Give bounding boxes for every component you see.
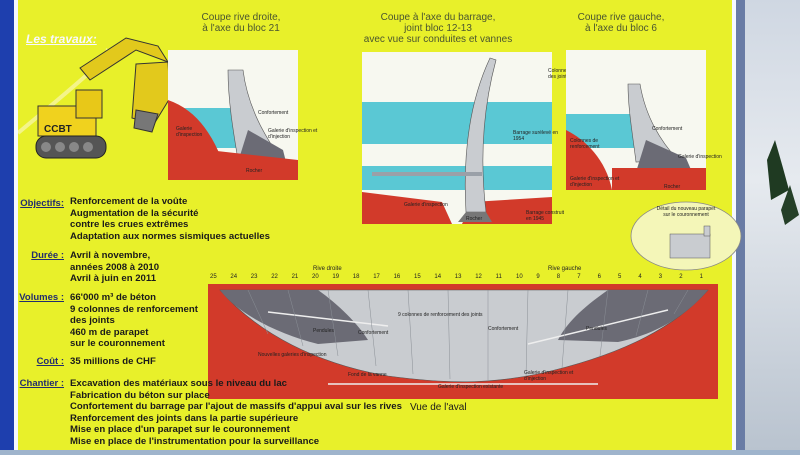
- left-bank-title: Coupe rive gauche,à l'axe du bloc 6: [577, 12, 665, 34]
- label-cout: Coût :: [36, 356, 64, 367]
- label-objectifs: Objectifs:: [20, 198, 64, 209]
- block-number: 12: [475, 274, 482, 280]
- block-number: 5: [618, 274, 622, 280]
- label-rocher-left: Rocher: [664, 184, 681, 190]
- block-number: 20: [312, 274, 319, 280]
- label-rive-droite: Rive droite: [313, 266, 342, 272]
- label-confortement-main-right: Confortement: [358, 330, 389, 336]
- block-number: 1: [699, 274, 703, 280]
- block-number: 25: [210, 274, 217, 280]
- label-pendules-right: Pendules: [313, 328, 334, 334]
- block-number: 7: [577, 274, 581, 280]
- label-rive-gauche: Rive gauche: [548, 266, 582, 272]
- heading: Les travaux:: [26, 32, 97, 46]
- label-renforcement-joints: 9 colonnes de renforcement des joints: [398, 312, 483, 318]
- label-colonnes-left: Colonnes de renforcement: [570, 138, 600, 150]
- parapet-callout: [630, 201, 742, 271]
- snowy-slope: [745, 0, 800, 450]
- block-number: 23: [250, 274, 258, 280]
- right-bank-section: [168, 50, 298, 180]
- block-number: 9: [536, 274, 540, 280]
- label-confortement-left: Confortement: [652, 126, 683, 132]
- block-number: 4: [638, 274, 642, 280]
- view-caption: Vue de l'aval: [410, 402, 467, 413]
- label-galerie-injection-main: Galerie d'inspection et d'injection: [524, 370, 574, 382]
- label-confortement-main-left: Confortement: [488, 326, 519, 332]
- info-panel: CCBT Les travaux: Coupe rive droite,à l'…: [14, 0, 742, 450]
- label-galerie-injection-left: Galerie d'inspection et d'injection: [570, 176, 620, 188]
- block-number: 8: [556, 274, 561, 280]
- block-number: 18: [352, 274, 360, 280]
- block-number: 11: [495, 274, 502, 280]
- center-section: [362, 52, 552, 224]
- block-number: 21: [291, 274, 299, 280]
- label-galerie-left: Galerie d'inspection: [678, 154, 722, 160]
- block-number: 19: [332, 274, 340, 280]
- label-nouvelles-galeries: Nouvelles galeries d'inspection: [258, 352, 327, 358]
- label-confortement-right: Confortement: [258, 110, 289, 116]
- label-galerie-center: Galerie d'inspection: [404, 202, 448, 208]
- chantier-text: Excavation des matériaux sous le niveau …: [70, 378, 402, 447]
- label-galerie-existante: Galerie d'inspection existante: [438, 384, 504, 390]
- label-volumes: Volumes :: [19, 292, 64, 303]
- label-galerie-injection-right: Galerie d'inspection et d'injection: [268, 128, 318, 140]
- block-number: 16: [393, 274, 401, 280]
- block-number: 24: [230, 274, 238, 280]
- label-rocher-right: Rocher: [246, 168, 263, 174]
- label-galerie-right: Galerie d'inspection: [176, 126, 203, 138]
- block-number: 10: [516, 274, 523, 280]
- left-bank-section: [566, 50, 706, 190]
- block-number: 3: [658, 274, 663, 280]
- right-bank-title: Coupe rive droite,à l'axe du bloc 21: [201, 12, 281, 34]
- label-barrage-1945: Barrage construit en 1945: [526, 210, 565, 222]
- machine-label: CCBT: [44, 124, 72, 135]
- block-number: 6: [597, 274, 601, 280]
- elevation-view: [208, 284, 718, 399]
- label-pendules-left: Pendules: [586, 326, 607, 332]
- label-barrage-1954: Barrage surélevé en 1954: [513, 130, 559, 142]
- label-duree: Durée :: [31, 250, 64, 261]
- excavator-illustration: [18, 37, 171, 159]
- block-number: 22: [271, 274, 278, 280]
- label-chantier: Chantier :: [19, 378, 64, 389]
- cout-text: 35 millions de CHF: [70, 356, 156, 367]
- label-rocher-center: Rocher: [466, 216, 483, 222]
- block-number: 17: [373, 274, 380, 280]
- center-title: Coupe à l'axe du barrage,joint bloc 12-1…: [363, 12, 513, 45]
- block-number: 2: [679, 274, 683, 280]
- block-number: 13: [454, 274, 462, 280]
- block-number: 15: [414, 274, 421, 280]
- label-fond-vanne: Fond de la vanne: [348, 372, 387, 378]
- block-number: 14: [434, 274, 442, 280]
